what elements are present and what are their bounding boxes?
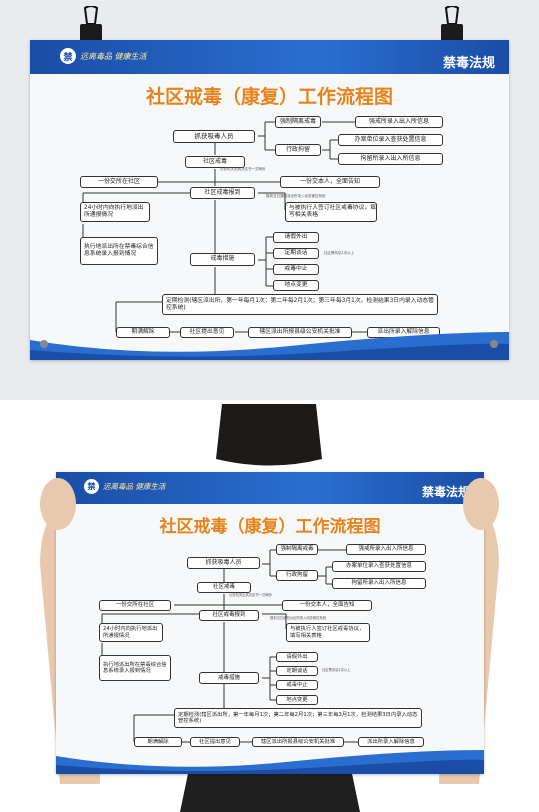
logo-text: 远离毒品 健康生活: [103, 482, 166, 491]
logo: 禁 远离毒品 健康生活: [60, 48, 147, 64]
isolation-entry-box: 强戒所录入出入所信息: [355, 116, 443, 128]
release-box: 期满解除: [134, 737, 182, 747]
report-box: 社区戒毒报到: [199, 610, 259, 621]
police-entry-box: 执行地派出所在禁毒综合信息系统录入报到情况: [99, 655, 171, 681]
isolation-box: 强制隔离戒毒: [276, 544, 318, 555]
testing-box: 定期检测(辖区派出所，第一年每月1次；第二年每2月1次；第三年每3月1次，检测结…: [174, 708, 422, 728]
logo-text: 远离毒品 健康生活: [80, 51, 147, 61]
talk-box: 定期谈话: [273, 248, 319, 259]
isolation-entry-box: 强戒所录入出入所信息: [346, 544, 426, 555]
release-box: 期满解除: [116, 327, 170, 338]
header-tag: 禁毒法规: [421, 485, 470, 499]
page-title: 社区戒毒（康复）工作流程图: [159, 517, 381, 537]
hand-to-person-box: 一份交本人，全面告知: [282, 600, 372, 611]
public-security-note: 公安机关出具决定书一式两份: [229, 593, 272, 597]
handling-entry-box: 办案单位录入查获处置信息: [338, 134, 443, 146]
standoff-screw-icon: [490, 340, 498, 348]
bottom-wave: [56, 750, 484, 774]
within-24h-box: 24小时内向执行地派出所通报情况: [80, 202, 150, 222]
within-24h-box: 24小时内向执行地派出所通报情况: [99, 623, 163, 642]
measures-note: 社区警务站1次以上: [324, 251, 355, 255]
police-approval-box: 辖区派出所报县级公安机关批准: [248, 327, 352, 338]
poster-board: 禁 远离毒品 健康生活 禁毒法规 社区戒毒（康复）工作流程图: [30, 40, 509, 360]
hand-to-person-box: 一份交本人，全面告知: [280, 176, 380, 188]
page-title: 社区戒毒（康复）工作流程图: [145, 86, 393, 108]
standoff-screw-icon: [40, 340, 48, 348]
isolation-box: 强制隔离戒毒: [275, 116, 321, 128]
community-opinion-box: 社区提出意见: [180, 327, 234, 338]
header-bar: [56, 472, 484, 504]
poster-mockup-top: 禁 远离毒品 健康生活 禁毒法规 社区戒毒（康复）工作流程图: [0, 0, 539, 400]
agreement-box: 与被执行人签订社区戒毒协议，填写相关表格: [285, 202, 377, 222]
notify-police-note: 报到当日通知派出所录入动态管控系统: [270, 616, 327, 620]
capture-box: 抓获吸毒人员: [173, 130, 255, 143]
measures-box: 戒毒措施: [190, 253, 255, 266]
address-change-box: 地点变更: [276, 695, 318, 705]
community-opinion-box: 社区提出意见: [190, 737, 240, 747]
agreement-box: 与被执行人签订社区戒毒协议，填写相关表格: [286, 623, 370, 642]
report-box: 社区戒毒报到: [190, 187, 255, 199]
leave-box: 请假外出: [273, 232, 319, 243]
hand-to-community-box: 一份交所在社区: [99, 600, 171, 611]
community-box: 社区戒毒: [185, 156, 245, 168]
jail-entry-box: 拘留所录入出入所信息: [332, 578, 426, 589]
measures-box: 戒毒措施: [199, 672, 259, 684]
terminate-box: 戒毒中止: [273, 264, 319, 275]
logo-mark-icon: 禁: [84, 479, 99, 494]
address-change-box: 地点变更: [273, 280, 319, 291]
testing-box: 定期检测(辖区派出所，第一年每月1次；第二年每2月1次；第三年每3月1次，检测结…: [162, 294, 438, 315]
logo: 禁 远离毒品 健康生活: [84, 479, 165, 494]
detention-box: 行政拘留: [276, 570, 318, 581]
release-entry-box: 派出所录入解除信息: [358, 737, 424, 747]
talk-box: 定期谈话: [276, 666, 318, 676]
handling-entry-box: 办案单位录入查获处置信息: [332, 561, 426, 572]
poster-mockup-bottom: 禁 远离毒品 健康生活 禁毒法规 社区戒毒（康复）工作流程图: [0, 404, 539, 812]
jail-entry-box: 拘留所录入出入所信息: [338, 153, 443, 165]
poster-board: 禁 远离毒品 健康生活 禁毒法规 社区戒毒（康复）工作流程图: [56, 472, 484, 774]
community-box: 社区戒毒: [197, 582, 251, 593]
notify-police-note: 报到当日通知派出所录入动态管控系统: [266, 194, 326, 198]
capture-box: 抓获吸毒人员: [187, 557, 260, 569]
header-tag: 禁毒法规: [442, 56, 495, 71]
measures-note: 社区警务站1次以上: [322, 668, 351, 672]
bottom-wave: [30, 332, 509, 360]
flow-connectors: [82, 121, 367, 333]
logo-mark-icon: 禁: [60, 48, 76, 64]
public-security-note: 公安机关出具决定书一式两份: [220, 167, 266, 171]
leave-box: 请假外出: [276, 652, 318, 662]
hands-icon: [40, 478, 499, 530]
police-entry-box: 执行地派出所在禁毒综合信息系统录入报到情况: [80, 237, 158, 265]
hand-to-community-box: 一份交所在社区: [80, 176, 158, 188]
terminate-box: 戒毒中止: [276, 680, 318, 690]
header-bar: [30, 40, 509, 74]
detention-box: 行政拘留: [275, 144, 321, 156]
police-approval-box: 辖区派出所报县级公安机关批准: [252, 737, 344, 747]
